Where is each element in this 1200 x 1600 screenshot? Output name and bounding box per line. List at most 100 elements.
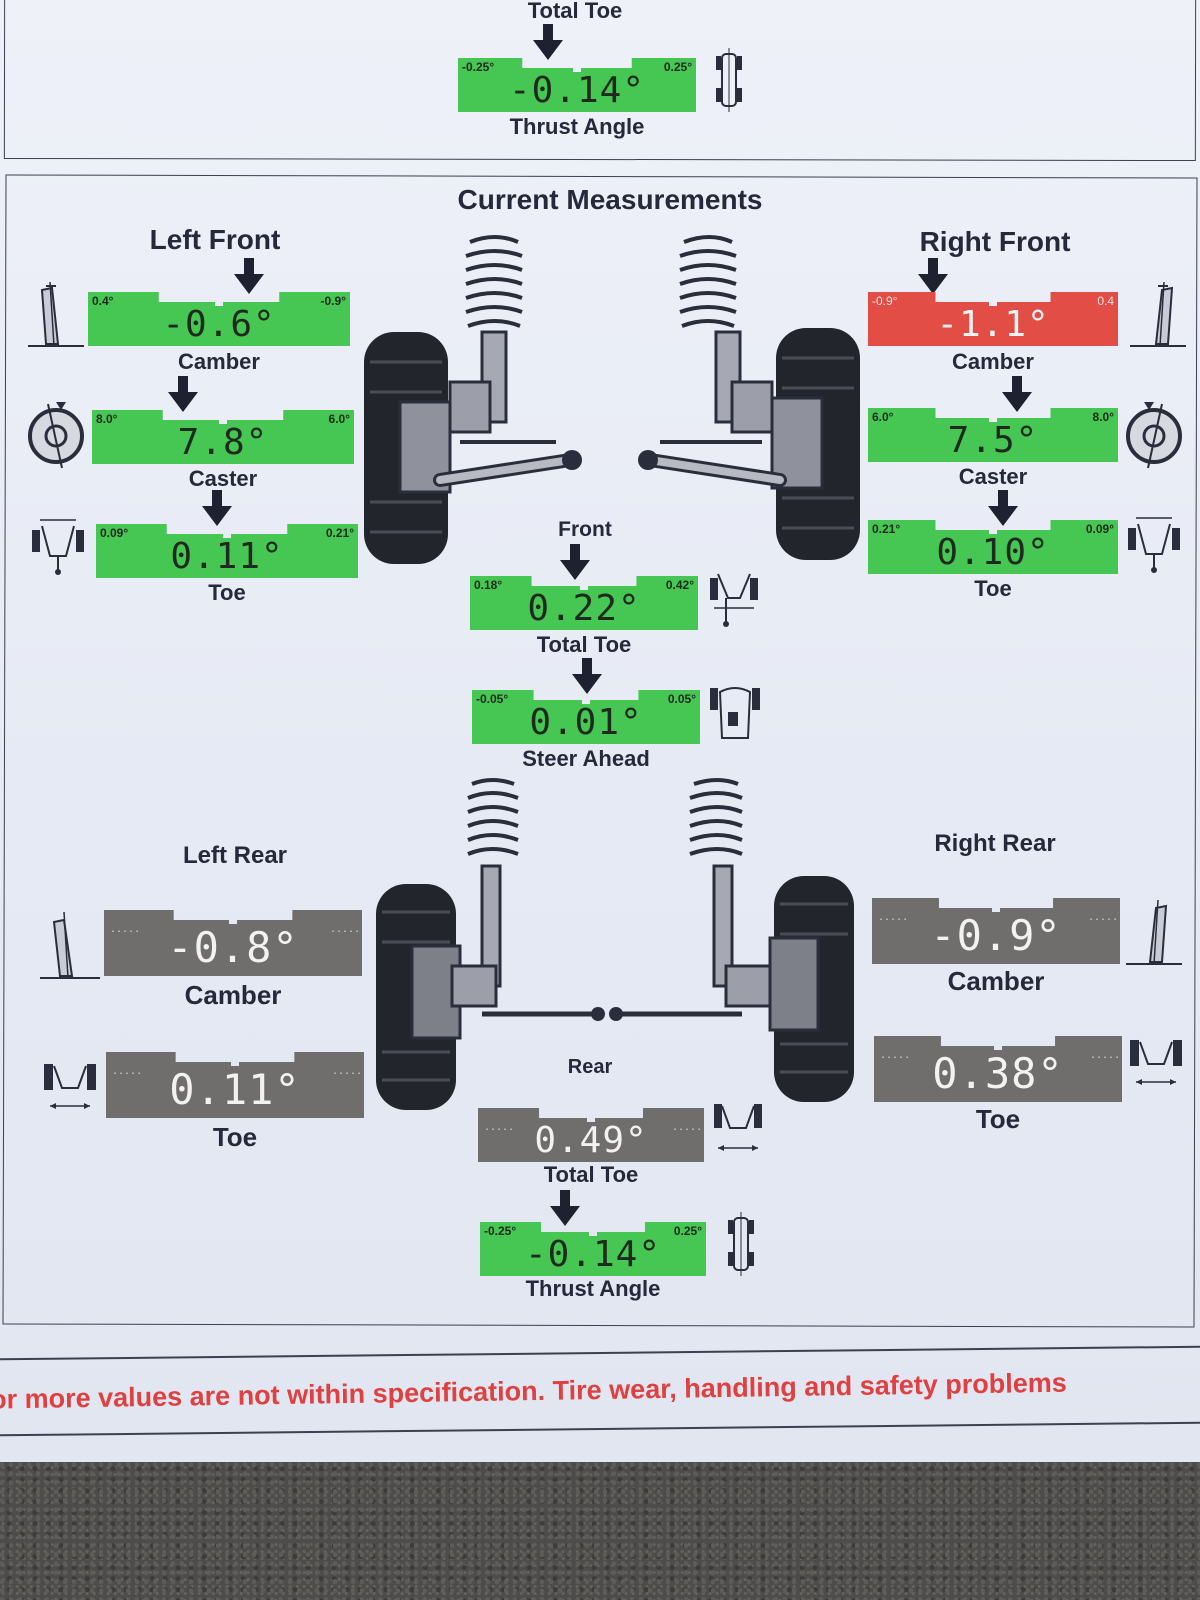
lf-camber-label: Camber (178, 349, 260, 374)
gauge-value: -0.8° (167, 923, 299, 972)
gauge-min-limit: -0.25° (484, 1224, 517, 1238)
gauge-max-limit: 0.21° (325, 526, 354, 540)
gauge-value: 7.5° (947, 420, 1039, 461)
camber-icon (40, 911, 100, 987)
lf-toe-pointer-arrow (202, 490, 232, 526)
gauge-value: 0.01° (529, 702, 643, 743)
gauge-value: -0.14° (508, 70, 646, 111)
gauge-value: 0.11° (169, 1065, 301, 1114)
rr-toe-label: Toe (975, 1104, 1021, 1134)
front-total-toe-icon (706, 568, 762, 633)
gauge-min-limit: 0.09° (100, 526, 129, 540)
thrust-car-icon (724, 1210, 758, 1283)
gauge-band (472, 690, 700, 744)
rf-toe-gauge: 0.21°0.09°0.10° (868, 520, 1118, 574)
gauge-min-limit: 0.18° (474, 578, 503, 592)
gauge-min-limit: 6.0° (872, 410, 894, 424)
gauge-band (88, 292, 350, 346)
lf-caster-label: Caster (188, 466, 258, 491)
front-heading: Front (558, 518, 612, 541)
steer-ahead-pointer-arrow (572, 658, 602, 694)
gauge-max-limit: -0.9° (320, 294, 346, 308)
gauge-band: .......... (104, 910, 362, 976)
gauge-band: .......... (106, 1052, 364, 1118)
gauge-band: .......... (874, 1036, 1122, 1102)
gauge-max-limit: 8.0° (1092, 410, 1114, 424)
gauge-dotted-left: ..... (484, 1122, 514, 1133)
steer-ahead-label: Steer Ahead (522, 746, 650, 771)
rear-thrust-pointer-arrow (550, 1190, 580, 1226)
gauge-value: 0.49° (534, 1120, 648, 1161)
rear-total-toe-icon (710, 1100, 766, 1165)
steer-ahead-gauge: -0.05°0.05°0.01° (472, 690, 700, 744)
gauge-min-limit: 0.4° (92, 294, 114, 308)
front-total-toe-pointer-arrow (560, 544, 590, 580)
gauge-value: -1.1° (936, 304, 1050, 345)
gauge-max-limit: 6.0° (328, 412, 350, 426)
ground-background (0, 1462, 1200, 1600)
gauge-band (96, 524, 358, 578)
gauge-value: 0.22° (527, 588, 641, 629)
gauge-band: .......... (478, 1108, 704, 1162)
rf-caster-label: Caster (958, 464, 1028, 489)
gauge-min-limit: 8.0° (96, 412, 118, 426)
top-thrust-label: Thrust Angle (509, 114, 645, 139)
gauge-value: 0.10° (936, 532, 1050, 573)
rf-toe-pointer-arrow (988, 490, 1018, 526)
camber-icon (1126, 899, 1182, 973)
lf-caster-gauge: 8.0°6.0°7.8° (92, 410, 354, 464)
gauge-band (868, 520, 1118, 574)
rear-thrust-gauge: -0.25°0.25°-0.14° (480, 1222, 706, 1276)
steer-ahead-icon (708, 682, 762, 747)
right-front-heading: Right Front (919, 226, 1071, 257)
front-toe-icon (1124, 514, 1184, 579)
gauge-value: -0.6° (162, 304, 276, 345)
gauge-min-limit: -0.9° (872, 294, 898, 308)
gauge-max-limit: 0.09° (1085, 522, 1114, 536)
gauge-dotted-right: ..... (1088, 912, 1118, 923)
lr-camber-label: Camber (184, 980, 282, 1010)
gauge-value: 0.11° (170, 536, 284, 577)
rr-camber-gauge: ..........-0.9° (872, 898, 1120, 964)
page-title: Current Measurements (457, 184, 763, 215)
rf-camber-pointer-arrow (918, 258, 948, 294)
thrust-car-icon (712, 46, 746, 119)
gauge-band: .......... (872, 898, 1120, 964)
gauge-dotted-left: ..... (878, 912, 908, 923)
gauge-dotted-left: ..... (112, 1066, 142, 1077)
lf-caster-pointer-arrow (168, 376, 198, 412)
rf-toe-label: Toe (974, 576, 1012, 601)
front-total-toe-label: Total Toe (536, 632, 632, 657)
gauge-dotted-left: ..... (880, 1050, 910, 1061)
lf-toe-gauge: 0.09° 0.21° 0.11° (96, 524, 358, 578)
rf-camber-gauge: -0.9° 0.4 -1.1° (868, 292, 1118, 346)
camber-icon (1130, 281, 1186, 355)
gauge-value: -0.14° (524, 1234, 662, 1275)
front-suspension-illustration (360, 232, 860, 577)
gauge-band (480, 1222, 706, 1276)
gauge-min-limit: -0.05° (476, 692, 509, 706)
gauge-dotted-left: ..... (110, 924, 140, 935)
rear-thrust-label: Thrust Angle (525, 1276, 661, 1301)
rr-toe-gauge: ..........0.38° (874, 1036, 1122, 1102)
gauge-dotted-right: ..... (330, 924, 360, 935)
left-front-heading: Left Front (149, 224, 281, 255)
top-total-toe-label: Total Toe (527, 0, 623, 23)
lr-camber-gauge: ..........-0.8° (104, 910, 362, 976)
top-thrust-pointer-arrow (533, 24, 563, 60)
rear-heading: Rear (567, 1056, 613, 1078)
gauge-band (868, 408, 1118, 462)
caster-icon (1124, 400, 1184, 475)
gauge-max-limit: 0.4 (1097, 294, 1114, 308)
lf-camber-gauge: 0.4° -0.9° -0.6° (88, 292, 350, 346)
caster-icon (26, 400, 86, 475)
front-total-toe-gauge: 0.18°0.42°0.22° (470, 576, 698, 630)
gauge-value: 0.38° (932, 1049, 1064, 1098)
rear-total-toe-gauge: ..........0.49° (478, 1108, 704, 1162)
gauge-dotted-right: ..... (672, 1122, 702, 1133)
gauge-band (458, 58, 696, 112)
rear-toe-icon (1126, 1034, 1186, 1103)
lr-toe-gauge: ..........0.11° (106, 1052, 364, 1118)
gauge-value: -0.9° (930, 911, 1062, 960)
right-rear-heading: Right Rear (934, 830, 1056, 857)
